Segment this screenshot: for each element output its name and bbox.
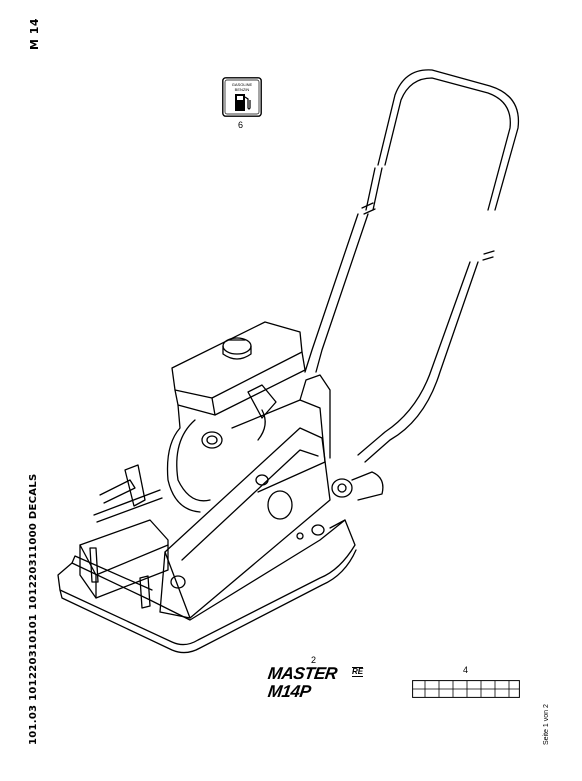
- brand-decal-suffix: RE: [352, 667, 364, 677]
- fuel-pump-icon: [235, 94, 251, 111]
- decal-line1: GASOLINE: [232, 82, 253, 87]
- callout-number: 4: [463, 665, 469, 675]
- gasoline-decal: GASOLINE BENZIN: [222, 77, 262, 117]
- brand-decal-line1: MASTER: [266, 664, 339, 683]
- stripe-decal: [412, 680, 520, 698]
- brand-decal-model: M14P: [266, 682, 312, 701]
- callout-number: 6: [238, 120, 244, 130]
- brand-decal: MASTER RE M14P: [266, 664, 378, 704]
- callout-number: 2: [311, 655, 317, 665]
- decal-line2: BENZIN: [235, 87, 250, 92]
